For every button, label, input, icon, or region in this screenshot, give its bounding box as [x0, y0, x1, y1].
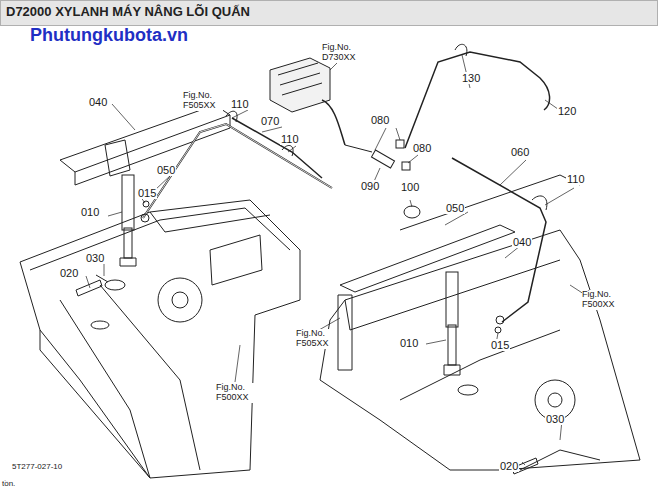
- callout-number: 110: [566, 173, 586, 185]
- callout-number: 080: [370, 114, 390, 126]
- callout-number: 010: [399, 337, 419, 349]
- figure-reference: Fig.No. F500XX: [216, 383, 256, 403]
- figure-reference: Fig.No. F505XX: [183, 91, 223, 111]
- callout-number: 015: [137, 187, 157, 199]
- callout-number: 030: [545, 413, 565, 425]
- callout-number: 060: [510, 146, 530, 158]
- callout-number: 040: [512, 236, 532, 248]
- figure-reference: Fig.No. F505XX: [296, 329, 336, 349]
- callout-number: 100: [400, 181, 420, 193]
- callout-number: 130: [461, 72, 481, 84]
- drawing-number: 5T277-027-10: [12, 463, 62, 472]
- callout-number: 040: [88, 96, 108, 108]
- watermark: Phutungkubota.vn: [30, 26, 188, 46]
- figure-reference: Fig.No. F500XX: [582, 290, 622, 310]
- callout-number: 120: [557, 105, 577, 117]
- callout-number: 090: [360, 180, 380, 192]
- callout-number: 020: [499, 460, 519, 472]
- callout-number: 050: [156, 164, 176, 176]
- callout-number: 110: [230, 98, 250, 110]
- callout-number: 015: [490, 339, 510, 351]
- callout-number: 080: [412, 142, 432, 154]
- cropped-note: tồn.: [2, 480, 15, 489]
- callout-number: 050: [445, 202, 465, 214]
- callout-number: 030: [85, 252, 105, 264]
- callout-number: 070: [260, 115, 280, 127]
- callout-number: 110: [280, 133, 300, 145]
- diagram-title: D72000 XYLANH MÁY NÂNG LÕI QUẤN: [6, 5, 250, 19]
- figure-reference: Fig.No. D730XX: [322, 43, 362, 63]
- callout-number: 010: [80, 206, 100, 218]
- callout-number: 020: [59, 267, 79, 279]
